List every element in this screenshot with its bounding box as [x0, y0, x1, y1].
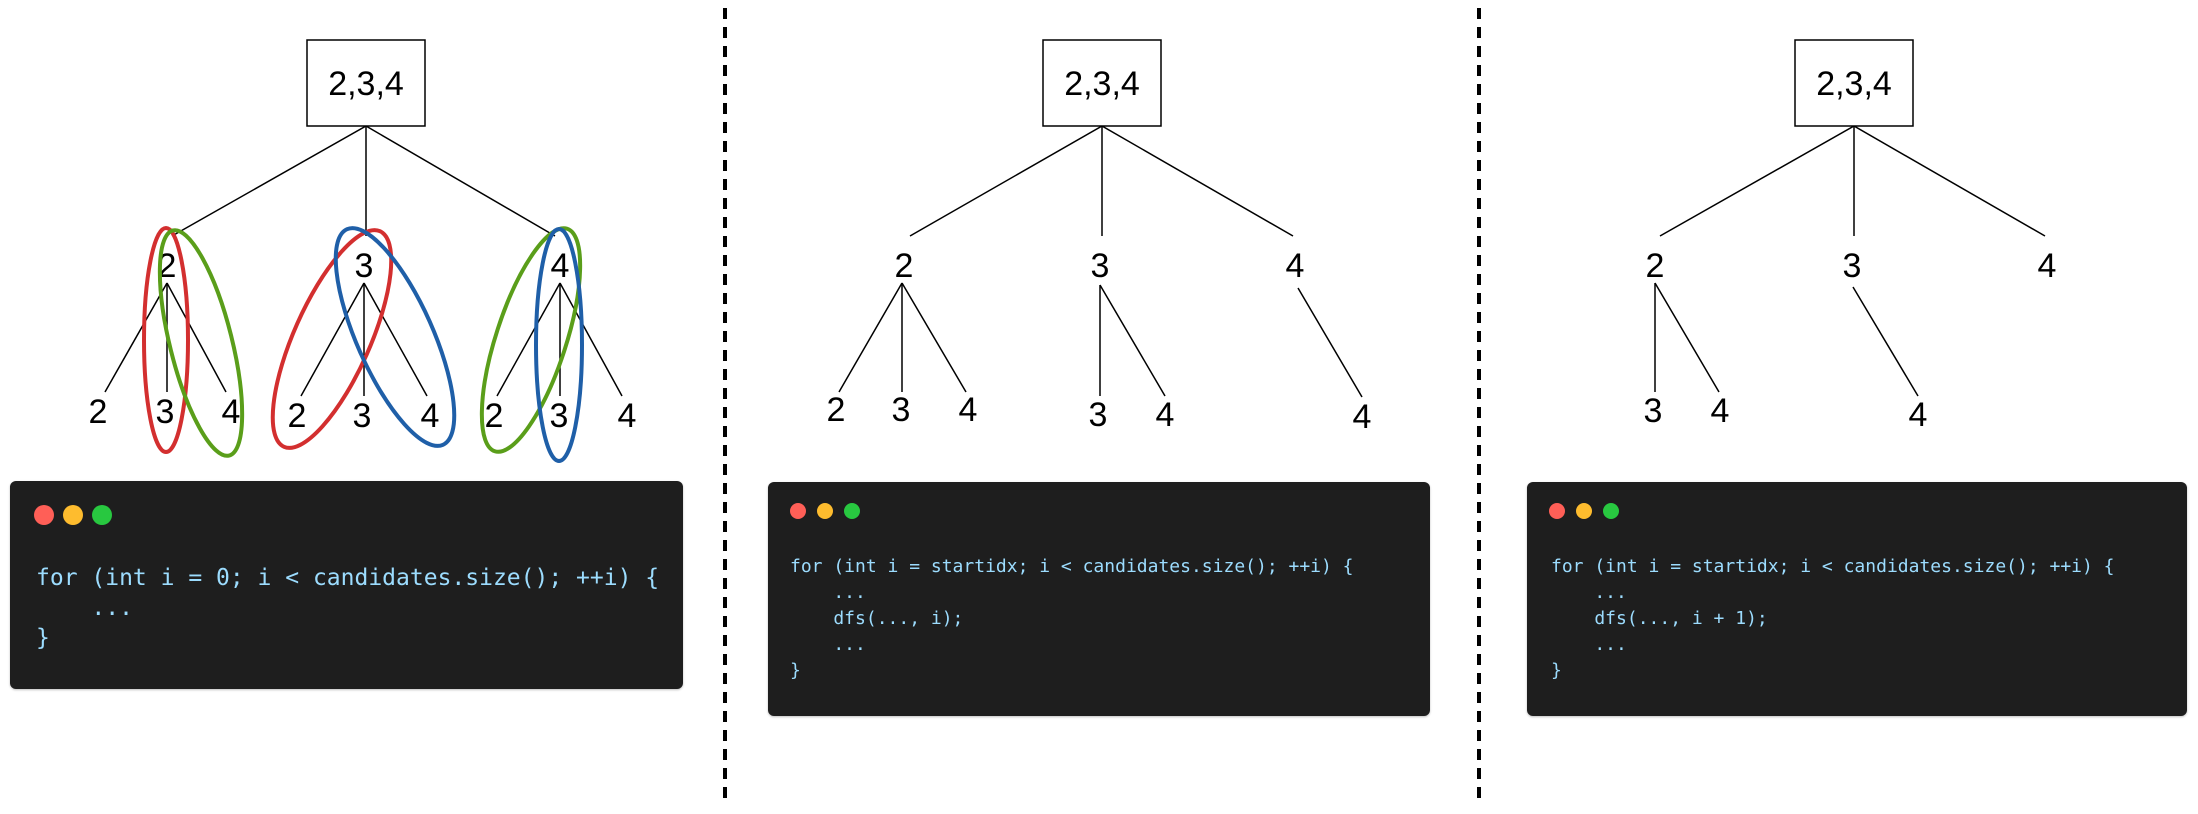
root-node-label: 2,3,4 — [328, 65, 404, 103]
minimize-dot-icon — [1576, 503, 1592, 519]
grandchild-node: 3 — [156, 393, 175, 431]
code-line: for (int i = startidx; i < candidates.si… — [1551, 556, 2115, 577]
child-node: 4 — [2038, 247, 2057, 285]
tree-edge — [166, 282, 227, 393]
panel-3-tree: 2,3,4 2 3 4 3 4 4 — [1644, 39, 2057, 434]
child-node: 2 — [1646, 247, 1665, 285]
code-snippet: for (int i = startidx; i < candidates.si… — [790, 554, 1354, 684]
grandchild-node: 4 — [1156, 396, 1175, 434]
code-snippet: for (int i = startidx; i < candidates.si… — [1551, 554, 2115, 684]
tree-edge — [1297, 287, 1363, 398]
tree-edge — [559, 282, 623, 397]
code-line: dfs(..., i + 1); — [1551, 608, 1768, 629]
window-controls — [1549, 503, 1628, 523]
root-node-box — [1794, 39, 1914, 127]
root-node-label: 2,3,4 — [1816, 65, 1892, 103]
window-controls — [790, 503, 869, 523]
tree-edge — [1853, 125, 2046, 237]
grandchild-node: 4 — [421, 397, 440, 435]
code-line: ... — [36, 595, 133, 621]
code-line: dfs(..., i); — [790, 608, 964, 629]
code-line: for (int i = 0; i < candidates.size(); +… — [36, 565, 660, 591]
close-dot-icon — [1549, 503, 1565, 519]
grandchild-node: 3 — [892, 391, 911, 429]
root-node-box — [306, 39, 426, 127]
minimize-dot-icon — [817, 503, 833, 519]
grandchild-node: 4 — [1711, 392, 1730, 430]
tree-edge — [363, 282, 428, 397]
tree-edge — [1099, 284, 1166, 397]
tree-edge — [365, 125, 556, 237]
tree-edge — [1654, 282, 1720, 393]
grandchild-node: 4 — [959, 391, 978, 429]
grandchild-node: 4 — [618, 397, 637, 435]
grandchild-node: 3 — [1089, 396, 1108, 434]
child-node: 3 — [1091, 247, 1110, 285]
grandchild-node: 2 — [827, 391, 846, 429]
highlight-ellipse-blue — [534, 227, 584, 463]
grandchild-node: 3 — [1644, 392, 1663, 430]
child-node: 4 — [551, 247, 570, 285]
grandchild-node: 3 — [353, 397, 372, 435]
tree-edge — [838, 282, 903, 393]
code-snippet: for (int i = 0; i < candidates.size(); +… — [36, 563, 659, 653]
child-node: 2 — [895, 247, 914, 285]
grandchild-node: 3 — [550, 397, 569, 435]
code-line: } — [36, 625, 50, 651]
code-line: } — [1551, 660, 1562, 681]
close-dot-icon — [790, 503, 806, 519]
root-node-box — [1042, 39, 1162, 127]
tree-edge — [1852, 286, 1919, 397]
code-line: } — [790, 660, 801, 681]
tree-edge — [496, 282, 561, 397]
grandchild-node: 2 — [485, 397, 504, 435]
panel-1-tree: 2,3,4 2 3 4 2 3 4 2 3 4 2 3 4 — [89, 39, 637, 463]
maximize-dot-icon — [92, 505, 112, 525]
code-line: ... — [1551, 634, 1627, 655]
highlight-ellipse-green — [479, 226, 583, 454]
highlight-ellipse-green — [157, 228, 245, 458]
tree-edge — [901, 282, 967, 393]
code-window-3: for (int i = startidx; i < candidates.si… — [1527, 482, 2187, 716]
code-line: ... — [790, 634, 866, 655]
child-node: 3 — [1843, 247, 1862, 285]
panel-2-tree: 2,3,4 2 3 4 2 3 4 3 4 4 — [827, 39, 1372, 436]
grandchild-node: 4 — [222, 393, 241, 431]
highlight-ellipse-red — [270, 228, 394, 450]
close-dot-icon — [34, 505, 54, 525]
highlight-ellipse-blue — [333, 226, 457, 448]
window-controls — [34, 505, 121, 525]
highlight-ellipse-red — [142, 226, 190, 454]
code-line: for (int i = startidx; i < candidates.si… — [790, 556, 1354, 577]
code-window-1: for (int i = 0; i < candidates.size(); +… — [10, 481, 683, 689]
grandchild-node: 2 — [288, 397, 307, 435]
grandchild-node: 4 — [1353, 398, 1372, 436]
grandchild-node: 4 — [1909, 396, 1928, 434]
tree-edge — [171, 125, 367, 237]
code-window-2: for (int i = startidx; i < candidates.si… — [768, 482, 1430, 716]
child-node: 4 — [1286, 247, 1305, 285]
tree-edge — [1101, 125, 1294, 237]
minimize-dot-icon — [63, 505, 83, 525]
tree-edge — [909, 125, 1103, 237]
tree-edge — [104, 282, 168, 393]
tree-edge — [1659, 125, 1855, 237]
maximize-dot-icon — [844, 503, 860, 519]
child-node: 3 — [355, 247, 374, 285]
grandchild-node: 2 — [89, 393, 108, 431]
tree-edge — [300, 282, 365, 397]
code-line: ... — [790, 582, 866, 603]
root-node-label: 2,3,4 — [1064, 65, 1140, 103]
maximize-dot-icon — [1603, 503, 1619, 519]
code-line: ... — [1551, 582, 1627, 603]
